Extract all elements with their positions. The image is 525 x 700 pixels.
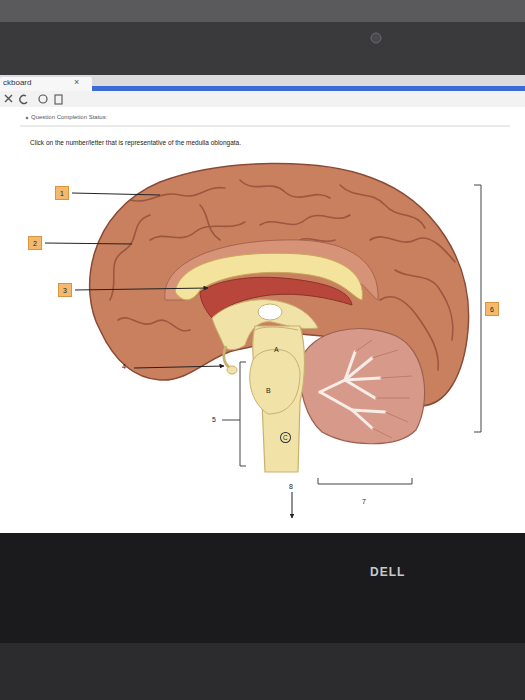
- bullet: [26, 117, 29, 120]
- reload-icon: [20, 95, 27, 103]
- callout-number: 2: [33, 240, 37, 247]
- wall: [0, 0, 525, 22]
- callout-number: 3: [63, 287, 67, 294]
- callout-letter: B: [266, 387, 271, 395]
- brand-logo: DELL: [370, 566, 405, 579]
- callout-box: 3: [58, 283, 72, 297]
- callout-number: 5: [212, 416, 216, 424]
- callout-number: 7: [362, 498, 366, 506]
- close-icon: [5, 95, 12, 102]
- callout-box: 2: [28, 236, 42, 250]
- callout-number: 4: [122, 363, 126, 371]
- tab-bar: [0, 75, 525, 87]
- keyboard-deck: [0, 643, 525, 700]
- brain-illustration: [90, 163, 469, 472]
- callout-number: 8: [289, 483, 293, 491]
- callout-letter: A: [274, 346, 279, 354]
- callout-number: 1: [60, 190, 64, 197]
- toolbar: [0, 91, 525, 107]
- leader-lines: [45, 193, 292, 518]
- callout-box: 1: [55, 186, 69, 200]
- tab-title: ckboard: [3, 79, 31, 88]
- callout-number: 6: [490, 306, 494, 313]
- page-icon: [55, 95, 62, 104]
- browser-tab: [0, 77, 92, 91]
- status-text: Question Completion Status:: [31, 114, 107, 121]
- callout-box: 6: [485, 302, 499, 316]
- screen: [0, 75, 525, 533]
- callout-letter: C: [280, 432, 291, 443]
- separator: [20, 126, 510, 127]
- webcam: [371, 33, 381, 43]
- info-icon: [39, 95, 47, 103]
- bezel-top: [0, 0, 525, 75]
- bezel-bottom: [0, 533, 525, 643]
- question-text: Click on the number/letter that is repre…: [30, 139, 241, 146]
- brackets: [222, 185, 481, 484]
- tab-close: ×: [74, 78, 79, 88]
